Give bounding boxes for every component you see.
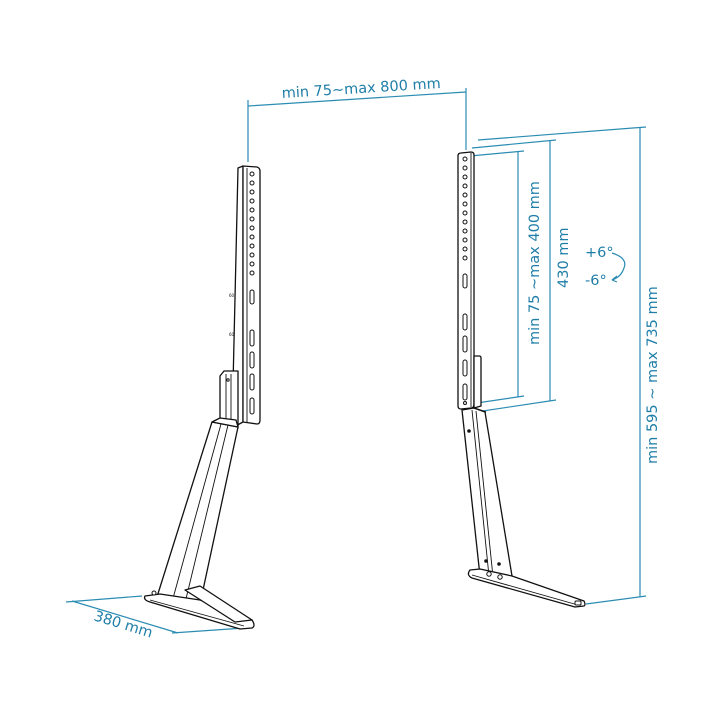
tilt-arrow-icon	[611, 275, 618, 283]
tilt-arc-icon	[611, 252, 626, 281]
left-vertical-bracket: 60 60	[229, 165, 261, 429]
overall-height-label: min 595 ~ max 735 mm	[645, 286, 661, 464]
right-clamp	[473, 355, 482, 409]
tilt-down-label: -6°	[585, 273, 607, 289]
right-support-arm	[461, 407, 513, 579]
left-bracket-holes	[249, 171, 255, 415]
left-leg: 60 60	[143, 165, 261, 630]
svg-text:60: 60	[229, 332, 235, 337]
overall-height-dimension: min 595 ~ max 735 mm	[477, 126, 661, 605]
right-bracket-holes	[462, 156, 468, 405]
right-base-foot	[467, 568, 586, 608]
bracket-height-label: 430 mm	[556, 227, 572, 288]
left-base-foot	[143, 585, 255, 630]
svg-text:60: 60	[229, 293, 235, 298]
right-vertical-bracket	[457, 151, 475, 410]
tilt-indicator: +6° -6°	[585, 245, 626, 289]
tilt-up-label: +6°	[585, 245, 614, 261]
vesa-width-label: min 75~max 800 mm	[281, 76, 441, 102]
vesa-width-dimension: min 75~max 800 mm	[247, 76, 467, 162]
base-depth-label: 380 mm	[92, 609, 155, 642]
left-support-arm	[155, 417, 239, 605]
vesa-height-label: min 75 ~max 400 mm	[527, 181, 543, 345]
left-clamp	[219, 370, 239, 429]
vesa-height-dimension: min 75 ~max 400 mm	[469, 150, 543, 405]
right-leg	[457, 151, 586, 608]
bracket-height-dimension: 430 mm	[471, 139, 572, 413]
